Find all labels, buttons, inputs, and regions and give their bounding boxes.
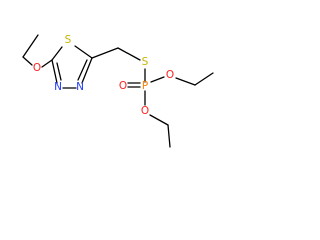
- structure-diagram: S N N O S P O O O: [22, 34, 214, 148]
- atom-o-right: O: [166, 69, 174, 81]
- atom-n-ring-right: N: [76, 81, 84, 93]
- ring-bond-c5-s1: [51, 46, 63, 61]
- atom-o-double: O: [119, 80, 127, 92]
- atom-labels: S N N O S P O O O: [33, 34, 174, 117]
- ring-bond-c2-n3: [81, 57, 93, 84]
- bond-p-o-right: [150, 76, 165, 83]
- atom-n-ring-left: N: [54, 81, 62, 93]
- atom-s-thio: S: [142, 56, 149, 68]
- ring-bond-s1-c2: [74, 45, 93, 59]
- bond-ch2-ch3-right: [194, 72, 214, 86]
- bond-o-ch2-down: [149, 114, 169, 126]
- atom-o-down: O: [141, 105, 149, 117]
- bond-c5-o: [41, 59, 53, 68]
- ring-bond-c2-n3-double: [77, 59, 88, 81]
- bond-ch2-ch3: [22, 34, 39, 58]
- bond-ch2-ch3-down: [167, 124, 171, 148]
- bond-o-ch2: [22, 56, 33, 66]
- ring-bond-n4-c5: [51, 59, 58, 84]
- bond-ch2-s: [117, 47, 141, 61]
- molecule-drawing: S N N O S P O O O: [22, 34, 214, 148]
- ring-bond-n4-c5-double: [56, 62, 62, 81]
- bond-c2-ch2: [91, 47, 119, 59]
- bond-o-ch2-right: [175, 77, 196, 86]
- atom-s-ring: S: [65, 34, 72, 46]
- bonds: [22, 34, 214, 148]
- atom-p: P: [142, 80, 148, 92]
- atom-o-ethoxy: O: [33, 62, 41, 74]
